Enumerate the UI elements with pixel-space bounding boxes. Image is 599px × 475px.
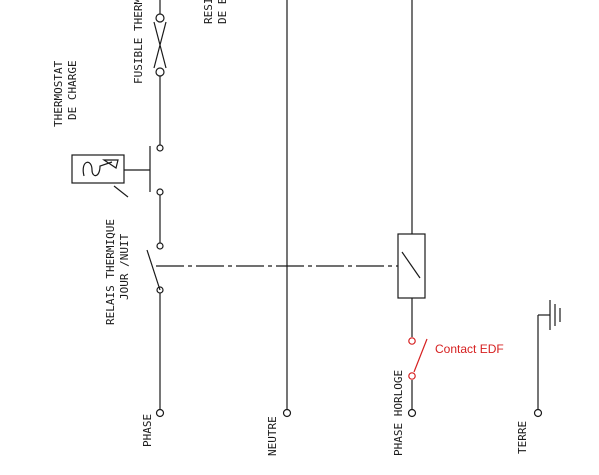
label-phase: PHASE xyxy=(141,414,154,447)
label-phase-horloge: PHASE HORLOGE xyxy=(392,370,405,456)
relais-contact-symbol xyxy=(146,242,164,294)
phase-horloge-terminal xyxy=(407,408,417,418)
label-resistance-line1: RESIS xyxy=(202,0,215,24)
fusible-thermique-symbol xyxy=(153,13,167,77)
label-terre: TERRE xyxy=(516,421,529,454)
label-thermostat-line2: DE CHARGE xyxy=(66,60,79,120)
label-neutre: NEUTRE xyxy=(266,416,279,456)
label-resistance-line2: DE B xyxy=(216,0,229,24)
label-fusible: FUSIBLE THERMIQUE xyxy=(132,0,145,84)
relay-coil-symbol xyxy=(397,233,426,299)
label-thermostat-line1: THERMOSTAT xyxy=(52,60,65,127)
contact-edf-annotation: Contact EDF xyxy=(435,342,504,356)
thermostat-symbol xyxy=(71,144,164,198)
phase-terminal xyxy=(155,408,165,418)
label-relais-line2: JOUR /NUIT xyxy=(118,233,131,300)
terre-terminal xyxy=(533,408,543,418)
neutre-terminal xyxy=(282,408,292,418)
edf-contact-symbol xyxy=(408,337,428,380)
ground-symbol xyxy=(537,300,561,410)
label-relais-line1: RELAIS THERMIQUE xyxy=(104,219,117,325)
